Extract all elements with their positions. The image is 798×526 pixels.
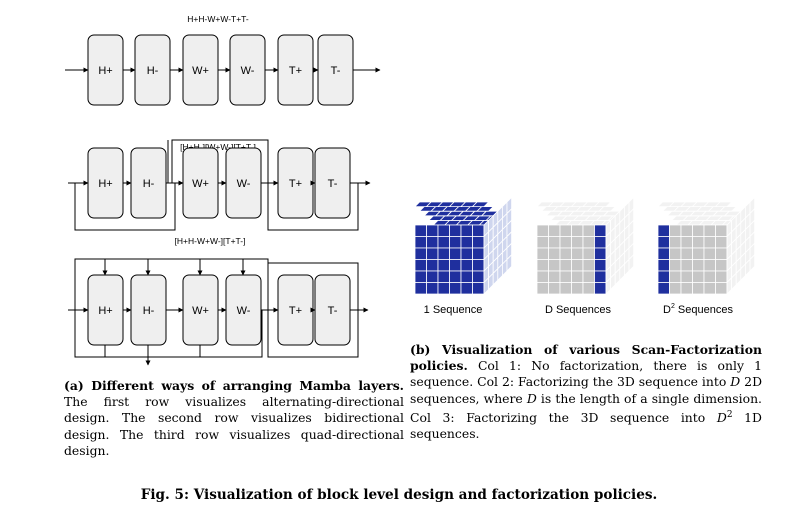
row1-block-2-label: H- [147, 65, 159, 77]
row3-block-3-label: W+ [192, 305, 209, 317]
row2-block-6-label: T- [328, 178, 338, 190]
caption-a-text: The first row visualizes alternating-dir… [64, 394, 404, 458]
row1-block-1-label: H+ [98, 65, 112, 77]
row2-title: [H+H-][W+W-][T+T-] [180, 142, 256, 152]
caption-a: (a) Different ways of arranging Mamba la… [64, 378, 404, 459]
row3-block-1-label: H+ [98, 305, 112, 317]
cube-label-1: 1 Sequence [424, 304, 483, 316]
row2-block-4-label: W- [237, 178, 251, 190]
cube-label-3: D2 Sequences [663, 303, 733, 316]
row1-block-4-label: W- [241, 65, 255, 77]
block-diagram: H+H-W+W-T+T-H+H-W+W-T+T-[H+H-][W+W-][T+T… [65, 14, 381, 366]
row1-block-3-label: W+ [192, 65, 209, 77]
cube-label-2: D Sequences [545, 304, 612, 316]
row2-block-3-label: W+ [192, 178, 209, 190]
row3-block-4-label: W- [237, 305, 251, 317]
row3-title: [H+H-W+W-][T+T-] [175, 236, 246, 246]
row1-block-6-label: T- [331, 65, 341, 77]
row2-block-5-label: T+ [289, 178, 302, 190]
figure-caption: Fig. 5: Visualization of block level des… [140, 487, 658, 503]
row1-title: H+H-W+W-T+T- [187, 14, 249, 24]
caption-b: (b) Visualization of various Scan-Factor… [410, 342, 762, 442]
row2-block-1-label: H+ [98, 178, 112, 190]
cube-visualization: 1 Sequence D Sequences D2 Sequences [414, 196, 756, 316]
row1-block-5-label: T+ [289, 65, 302, 77]
caption-b-label: (b) Visualization of various Scan-Factor… [410, 342, 762, 374]
row3-block-5-label: T+ [289, 305, 302, 317]
row3-block-2-label: H- [143, 305, 155, 317]
row2-block-2-label: H- [143, 178, 155, 190]
row3-block-6-label: T- [328, 305, 338, 317]
caption-a-label: (a) Different ways of arranging Mamba la… [64, 378, 404, 393]
